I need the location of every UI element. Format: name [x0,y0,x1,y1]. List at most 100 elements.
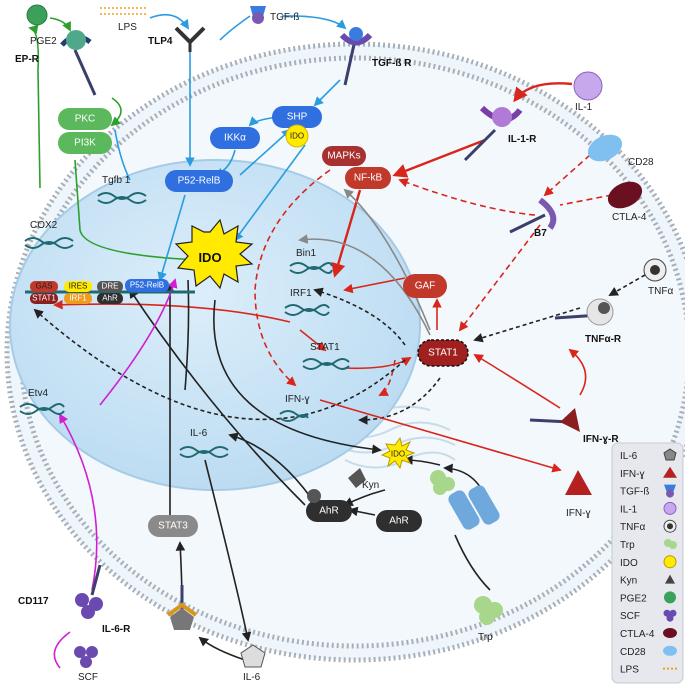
legend-item-icon [665,574,675,584]
svg-text:GAS: GAS [36,282,53,291]
legend-item-icon [664,539,677,549]
svg-text:MAPKs: MAPKs [327,151,360,162]
legend-item-icon [663,466,677,478]
legend-item: Kyn [620,574,675,587]
legend-item-icon [663,501,677,515]
il1-icon [573,71,603,101]
gene-bin1: Bin1 [289,248,333,274]
pi3k-pill [58,132,112,154]
svg-text:TGF-ß R: TGF-ß R [372,58,412,69]
mapks-pill [322,146,366,166]
svg-text:IKKα: IKKα [224,133,246,144]
svg-text:IDO: IDO [391,450,405,459]
legend-item: CD28 [620,645,677,658]
nucleus [9,159,421,491]
legend-item-label: TGF-ß [620,487,649,498]
svg-text:SHP: SHP [287,112,308,123]
svg-text:IL-1: IL-1 [575,102,593,113]
legend [611,442,684,684]
legend-item: IL-1 [620,501,677,515]
ahr-box [97,293,123,304]
trp-cyto-icon [430,470,455,495]
trp-transporter [448,485,500,530]
b7-receptor [509,197,557,234]
legend-item-label: Trp [620,540,635,551]
tgfb-r-receptor [339,27,373,86]
gene-irf1: IRF1 [284,288,330,316]
legend-item: PGE2 [620,591,676,604]
ctla4-icon [607,181,643,209]
il6-icon [240,644,266,668]
svg-text:IFN-ɣ: IFN-ɣ [566,508,590,519]
shp-pill [272,106,322,128]
ifng-icon [565,470,592,495]
stat1-box [30,293,58,304]
svg-text:IL-6: IL-6 [243,672,261,683]
gene-tgfb1: Tgfb 1 [97,175,147,204]
legend-item: LPS [620,665,677,676]
ligands [26,4,667,668]
cd117-receptor [75,564,103,619]
legend-item-label: TNFα [620,522,645,533]
svg-text:STAT1: STAT1 [310,342,340,353]
legend-item: IFN-ɣ [620,466,677,480]
legend-item: CTLA-4 [620,628,677,640]
svg-text:P52-RelB: P52-RelB [130,281,164,290]
svg-text:TNFα-R: TNFα-R [585,334,622,345]
ep-r-receptor [60,30,97,96]
ido-center-star: IDO [174,218,254,290]
svg-text:AhR: AhR [102,294,118,303]
stat1-pill [417,339,469,367]
legend-item: IDO [620,555,677,569]
legend-item-icon [663,609,677,622]
gaf-pill [403,274,447,298]
p52relb-box [125,279,169,292]
trp-icon [474,596,503,625]
svg-text:IRES: IRES [69,282,88,291]
legend-item-icon [664,591,676,604]
pkc-pill [58,108,112,130]
stat3-pill [148,515,198,537]
promoter-strip: GAS STAT1 IRES IRF1 DRE AhR P52-RelB [25,279,195,304]
legend-item-label: Kyn [620,576,637,587]
labels: PGE2 EP-R LPS TLP4 TGF-ß TGF-ß R IL-1 IL… [15,12,673,683]
svg-text:NF-kB: NF-kB [354,173,383,184]
svg-text:PGE2: PGE2 [30,36,57,47]
svg-text:Trp: Trp [478,632,493,643]
svg-text:IL-6: IL-6 [190,428,208,439]
nfkb-pill [345,167,391,189]
gene-il6: IL-6 [179,428,229,458]
ires-box [64,281,92,292]
svg-text:EP-R: EP-R [15,54,40,65]
legend-item-label: CTLA-4 [620,629,655,640]
svg-text:AhR: AhR [319,506,338,517]
svg-text:TGF-ß: TGF-ß [270,12,299,23]
proteins: PKC PI3K IKKα SHP IDO P52-RelB MAPKs NF-… [58,106,469,537]
kyn-icon [348,468,366,488]
legend-item-label: IL-1 [620,504,638,515]
legend-item-label: CD28 [620,647,646,658]
svg-text:PI3K: PI3K [74,138,96,149]
tgfb-icon [250,6,266,24]
svg-text:IDO: IDO [290,132,304,141]
cd28-icon [587,134,623,162]
svg-text:IRF1: IRF1 [69,294,87,303]
legend-item: TGF-ß [620,484,676,498]
svg-text:IFN-ɣ: IFN-ɣ [285,394,309,405]
svg-text:GAF: GAF [415,281,436,292]
svg-text:SCF: SCF [78,672,98,683]
legend-item-icon [663,448,677,461]
legend-item-icon [664,484,676,498]
tnfa-r-receptor [554,298,614,326]
arrows [28,13,646,669]
legend-item-label: IL-6 [620,451,638,462]
legend-item-label: IDO [620,558,638,569]
p52relb-pill [165,170,233,192]
gene-cox2: COX2 [24,220,74,249]
legend-item: IL-6 [620,448,677,462]
legend-item-icon [663,555,677,569]
svg-text:B7: B7 [534,228,547,239]
svg-text:TLP4: TLP4 [148,36,173,47]
svg-text:IFN-ɣ-R: IFN-ɣ-R [583,434,619,445]
